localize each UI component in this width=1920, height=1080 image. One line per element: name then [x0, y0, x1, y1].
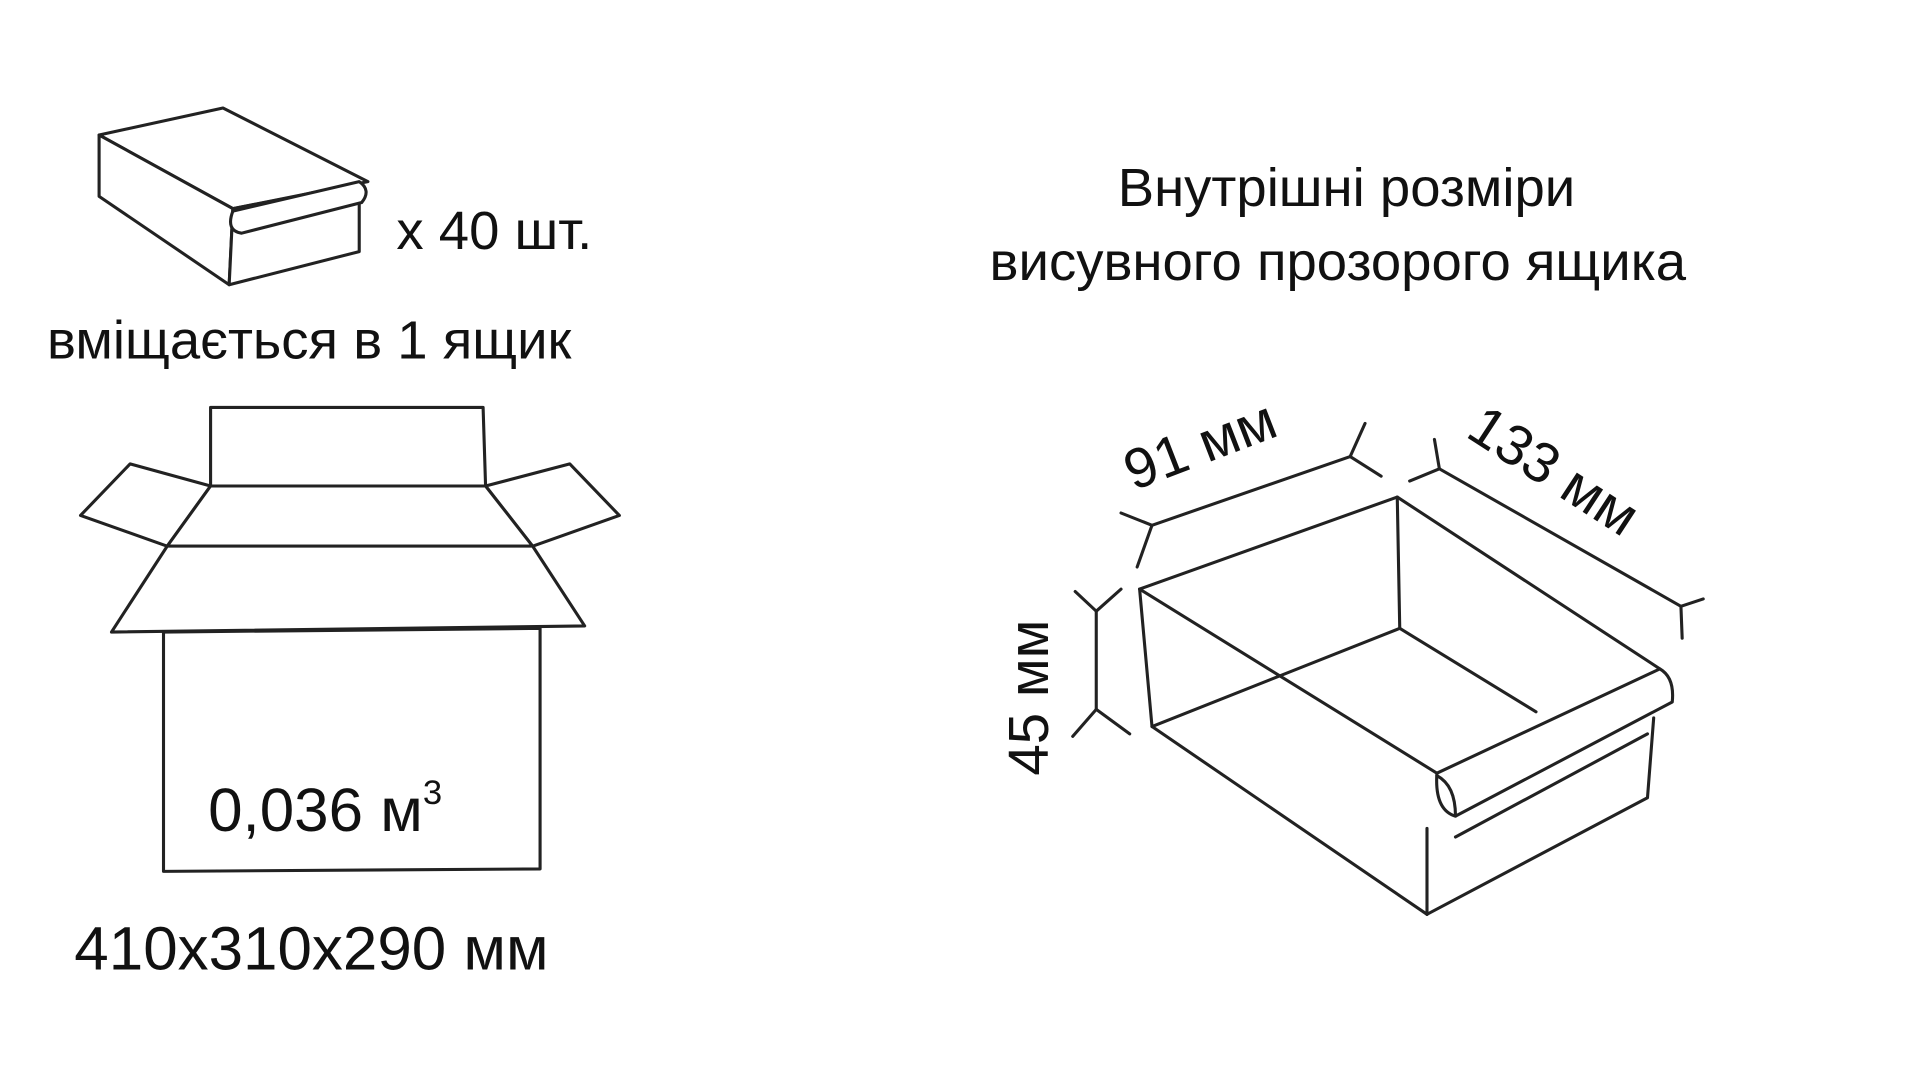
width-label: 91 мм: [1115, 389, 1285, 503]
quantity-label: x 40 шт.: [396, 201, 592, 261]
carton-dimensions: 410x310x290 мм: [74, 915, 548, 984]
small-drawer-icon: [97, 106, 370, 287]
title-line-1: Внутрішні розміри: [1118, 158, 1575, 218]
depth-label: 133 мм: [1457, 394, 1650, 549]
dimension-width: [1119, 421, 1383, 569]
volume-value: 0,036 м3: [208, 774, 442, 845]
dimension-height: [1071, 587, 1132, 738]
fits-label: вміщається в 1 ящик: [47, 311, 572, 371]
height-label: 45 мм: [998, 620, 1061, 776]
open-carton-icon: [78, 405, 621, 873]
drawer-diagram: [1138, 495, 1675, 916]
dimension-depth: [1408, 437, 1705, 640]
title-line-2: висувного прозорого ящика: [990, 232, 1687, 292]
